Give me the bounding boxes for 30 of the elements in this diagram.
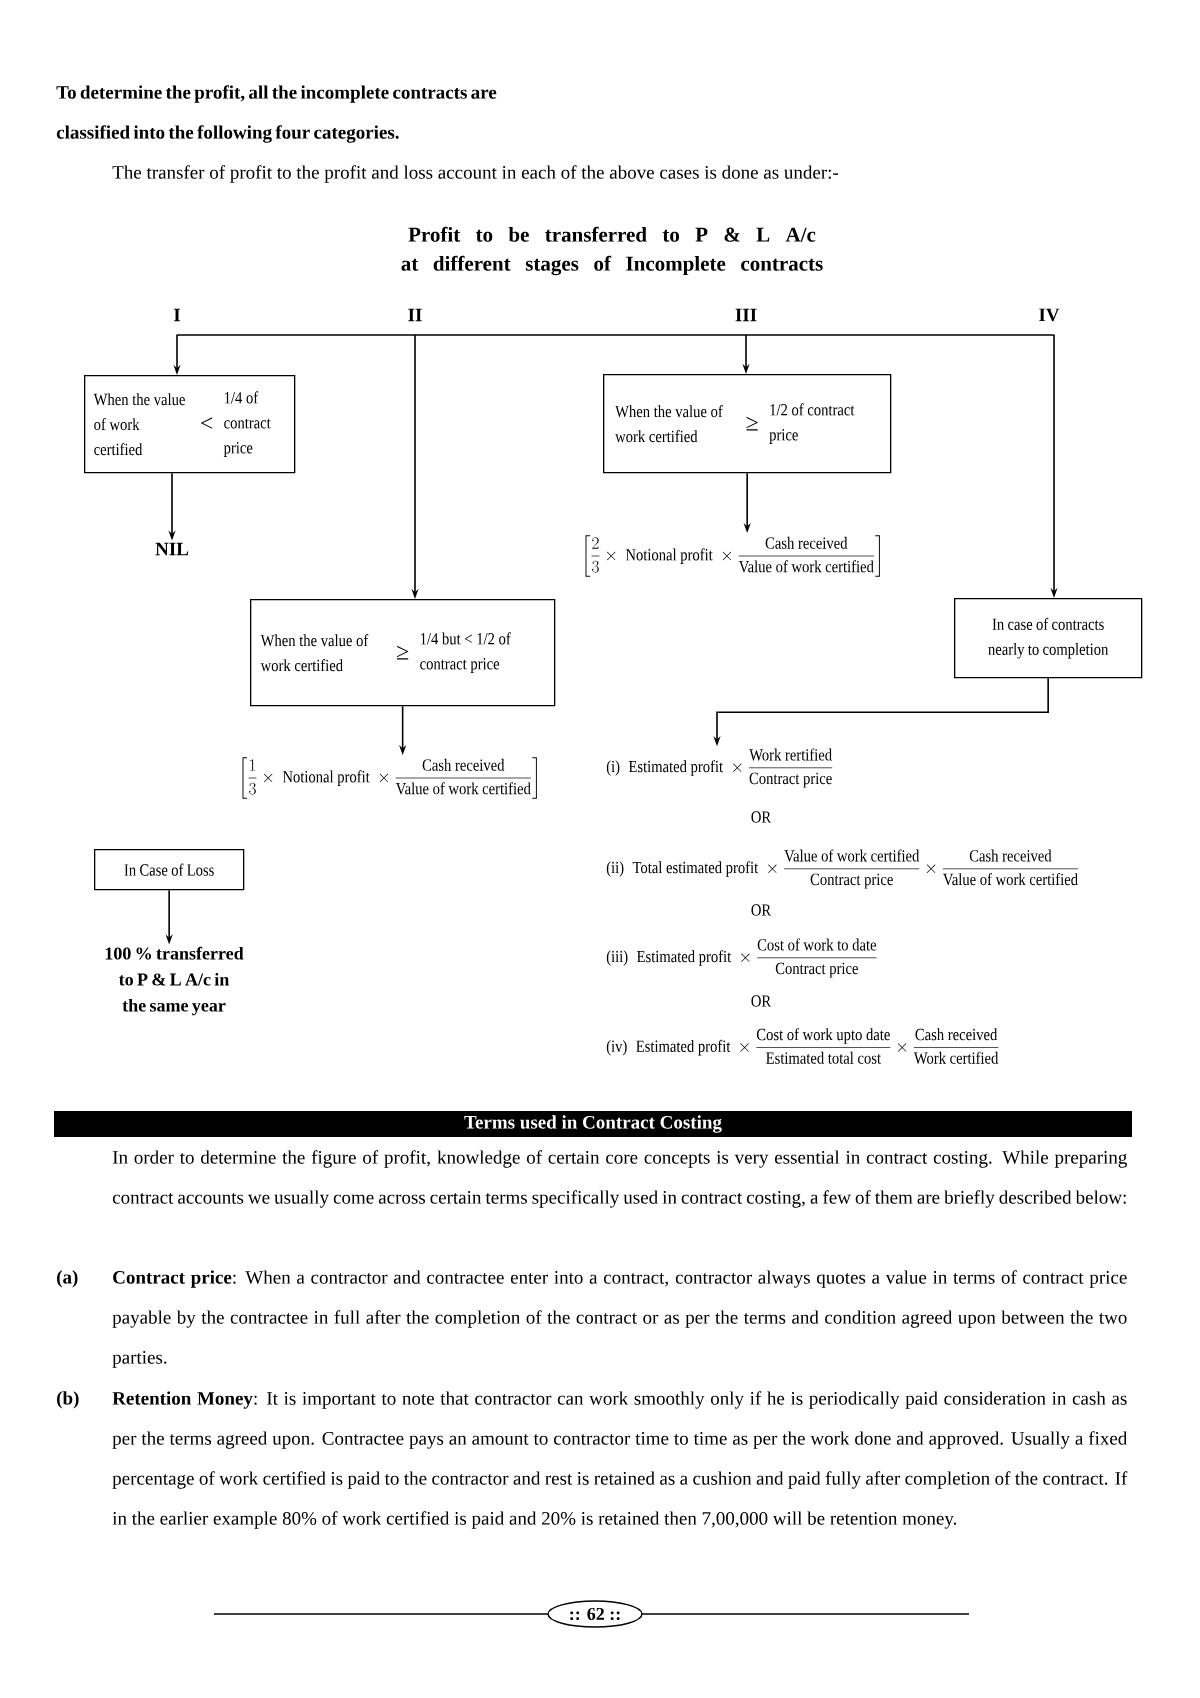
process-box: In Case of Loss — [94, 849, 245, 891]
item-marker: (a) — [57, 1270, 78, 1288]
item-marker: (b) — [57, 1391, 79, 1409]
formula: $\left[\frac{2}{3}\times\text{ Notional profit }\times\frac{\text{Cash received}}{\text{Value of work certified}}\right]$ — [585, 535, 880, 577]
branch-number: II — [408, 308, 422, 322]
section-heading: Terms used in Contract Costing — [54, 1111, 1132, 1137]
formula: $\text{(ii) }\;\text{Total estimated profit }\times\frac{\text{Value of work certified}}{\text{Contract price}}\times\frac{\text{Cash received}}{\text{Value of work certified}}$ — [606, 849, 1078, 889]
branch-number: III — [735, 308, 757, 322]
page-number: :: 62 :: — [547, 1600, 643, 1628]
condition-box: When the value of work certified < 1/4 of contract price — [84, 375, 296, 474]
result-text: 100 % transferred to P & L A/c in the same year — [105, 946, 244, 1016]
condition-box: When the value of work certified ≥ 1/4 but < 1/2 of contract price — [250, 599, 556, 707]
intro-text: To determine the profit, all the incomplete contracts are classified into the following four categories. — [56, 85, 497, 143]
intro-text: The transfer of profit to the profit and loss account in each of the above cases is done as under:- — [112, 165, 839, 183]
result-label: NIL — [155, 542, 189, 556]
formula: $\text{(iv) }\;\text{Estimated profit }\times\frac{\text{Cost of work upto date}}{\text{Estimated total cost}}\times\frac{\text{Cash received}}{\text{Work certified}}$ — [606, 1028, 999, 1064]
condition-box: When the value of work certified ≥ 1/2 of contract price — [603, 374, 892, 474]
paragraph: In order to determine the figure of profit, knowledge of certain core concepts is very essential in contract costing. While preparing contract accounts we usually come across certain terms specifically used in contract costing, a few of them are briefly described below: — [112, 1150, 1127, 1208]
or-text: OR — [751, 995, 772, 1007]
or-text: OR — [751, 904, 772, 916]
paragraph: Contract price: When a contractor and contractee enter into a contract, contractor always quotes a value in terms of contract price payable by the contractee in full after the completion of the contract or as per the terms and condition agreed upon between the two parties. — [112, 1270, 1127, 1368]
paragraph: Retention Money: It is important to note that contractor can work smoothly only if he is periodically paid consideration in cash as per the terms agreed upon. Contractee pays an amount to contractor time to time as per the work done and approved. Usually a fixed percentage of work certified is paid to the contractor and rest is retained as a cushion and paid fully after completion of the contract. If in the earlier example 80% of work certified is paid and 20% is retained then 7,00,000 will be retention money. — [112, 1391, 1128, 1529]
process-box: In case of contracts nearly to completion — [954, 598, 1143, 679]
formula: $\text{(i) }\;\text{Estimated profit }\times\frac{\text{Work rertified}}{\text{Contract price}}$ — [606, 748, 833, 788]
branch-number: IV — [1039, 308, 1060, 322]
formula: $\left[\frac{1}{3}\times\text{ Notional profit }\times\frac{\text{Cash received}}{\text{Value of work certified}}\right]$ — [242, 757, 537, 799]
branch-number: I — [173, 308, 181, 322]
diagram-title: Profit to be transferred to P & L A/c at different stages of Incomplete contracts — [401, 226, 823, 276]
or-text: OR — [751, 811, 772, 823]
formula: $\text{(iii) }\;\text{Estimated profit }\times\frac{\text{Cost of work to date}}{\text{Contract price}}$ — [606, 938, 877, 978]
